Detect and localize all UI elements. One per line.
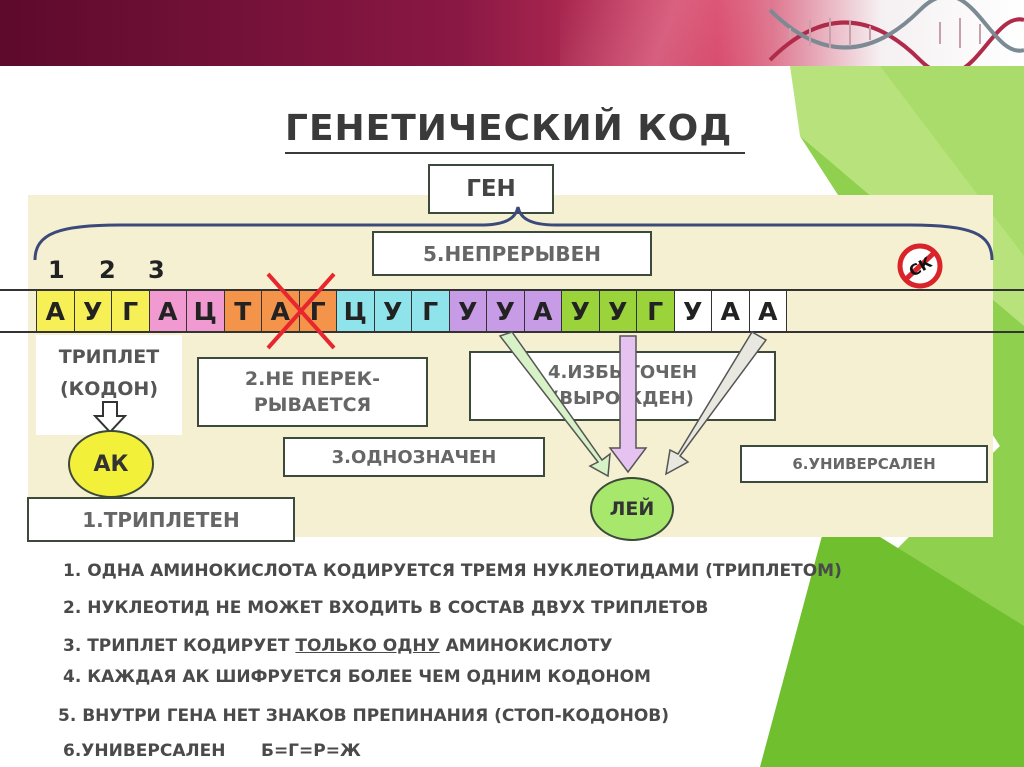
nucleotide-cell: У — [673, 289, 711, 333]
property-triplet: 1.ТРИПЛЕТЕН — [27, 497, 295, 542]
sequence-end-cell — [786, 289, 824, 333]
header-banner — [0, 0, 1024, 66]
property-universal: 6.УНИВЕРСАЛЕН — [740, 445, 988, 483]
nucleotide-cell: А — [748, 289, 786, 333]
nucleotide-cell: Т — [223, 289, 261, 333]
nucleotide-cell: А — [148, 289, 186, 333]
dna-helix-image — [768, 0, 1024, 66]
property-continuous: 5.НЕПРЕРЫВЕН — [372, 231, 652, 276]
red-cross-mark — [266, 272, 336, 350]
nucleotide-cell: Г — [111, 289, 149, 333]
nucleotide-cell: У — [598, 289, 636, 333]
nucleotide-cell: А — [36, 289, 74, 333]
property-non-overlapping: 2.НЕ ПЕРЕК- РЫВАЕТСЯ — [197, 357, 428, 427]
list-item: 4. КАЖДАЯ АК ШИФРУЕТСЯ БОЛЕЕ ЧЕМ ОДНИМ К… — [63, 667, 651, 687]
gene-brace — [33, 206, 994, 261]
list-item: 6.УНИВЕРСАЛЕН Б=Г=Р=Ж — [63, 741, 361, 761]
position-number: 1 — [48, 256, 65, 284]
position-number: 3 — [148, 256, 165, 284]
list-item: 5. ВНУТРИ ГЕНА НЕТ ЗНАКОВ ПРЕПИНАНИЯ (СТ… — [58, 706, 670, 726]
codon-arrows — [498, 330, 768, 478]
nucleotide-cell: У — [448, 289, 486, 333]
nucleotide-cell: Г — [298, 289, 336, 333]
stop-codon-icon: СК — [897, 243, 943, 289]
amino-acid-circle: АК — [68, 430, 154, 498]
title-underline — [285, 152, 745, 154]
position-number: 2 — [99, 256, 116, 284]
nucleotide-cell: У — [486, 289, 524, 333]
gene-label-box: ГЕН — [428, 164, 554, 214]
nucleotide-cell: Ц — [336, 289, 374, 333]
nucleotide-cell: Ц — [186, 289, 224, 333]
banner-highlight — [560, 0, 770, 66]
list-item: 1. ОДНА АМИНОКИСЛОТА КОДИРУЕТСЯ ТРЕМЯ НУ… — [63, 561, 842, 581]
nucleotide-cell: А — [261, 289, 299, 333]
nucleotide-cell: У — [373, 289, 411, 333]
nucleotide-cell: А — [711, 289, 749, 333]
sequence-border-top — [0, 289, 1024, 291]
list-item: 2. НУКЛЕОТИД НЕ МОЖЕТ ВХОДИТЬ В СОСТАВ Д… — [63, 598, 709, 618]
nucleotide-cell: А — [523, 289, 561, 333]
leucine-circle: ЛЕЙ — [590, 477, 674, 541]
down-arrow-icon — [92, 401, 128, 434]
nucleotide-cell: У — [561, 289, 599, 333]
page-title: ГЕНЕТИЧЕСКИЙ КОД — [285, 108, 733, 149]
nucleotide-cell: Г — [411, 289, 449, 333]
nucleotide-cell: Г — [636, 289, 674, 333]
property-unambiguous: 3.ОДНОЗНАЧЕН — [283, 437, 545, 477]
list-item: 3. ТРИПЛЕТ КОДИРУЕТ ТОЛЬКО ОДНУ АМИНОКИС… — [63, 636, 613, 656]
nucleotide-cell: У — [73, 289, 111, 333]
